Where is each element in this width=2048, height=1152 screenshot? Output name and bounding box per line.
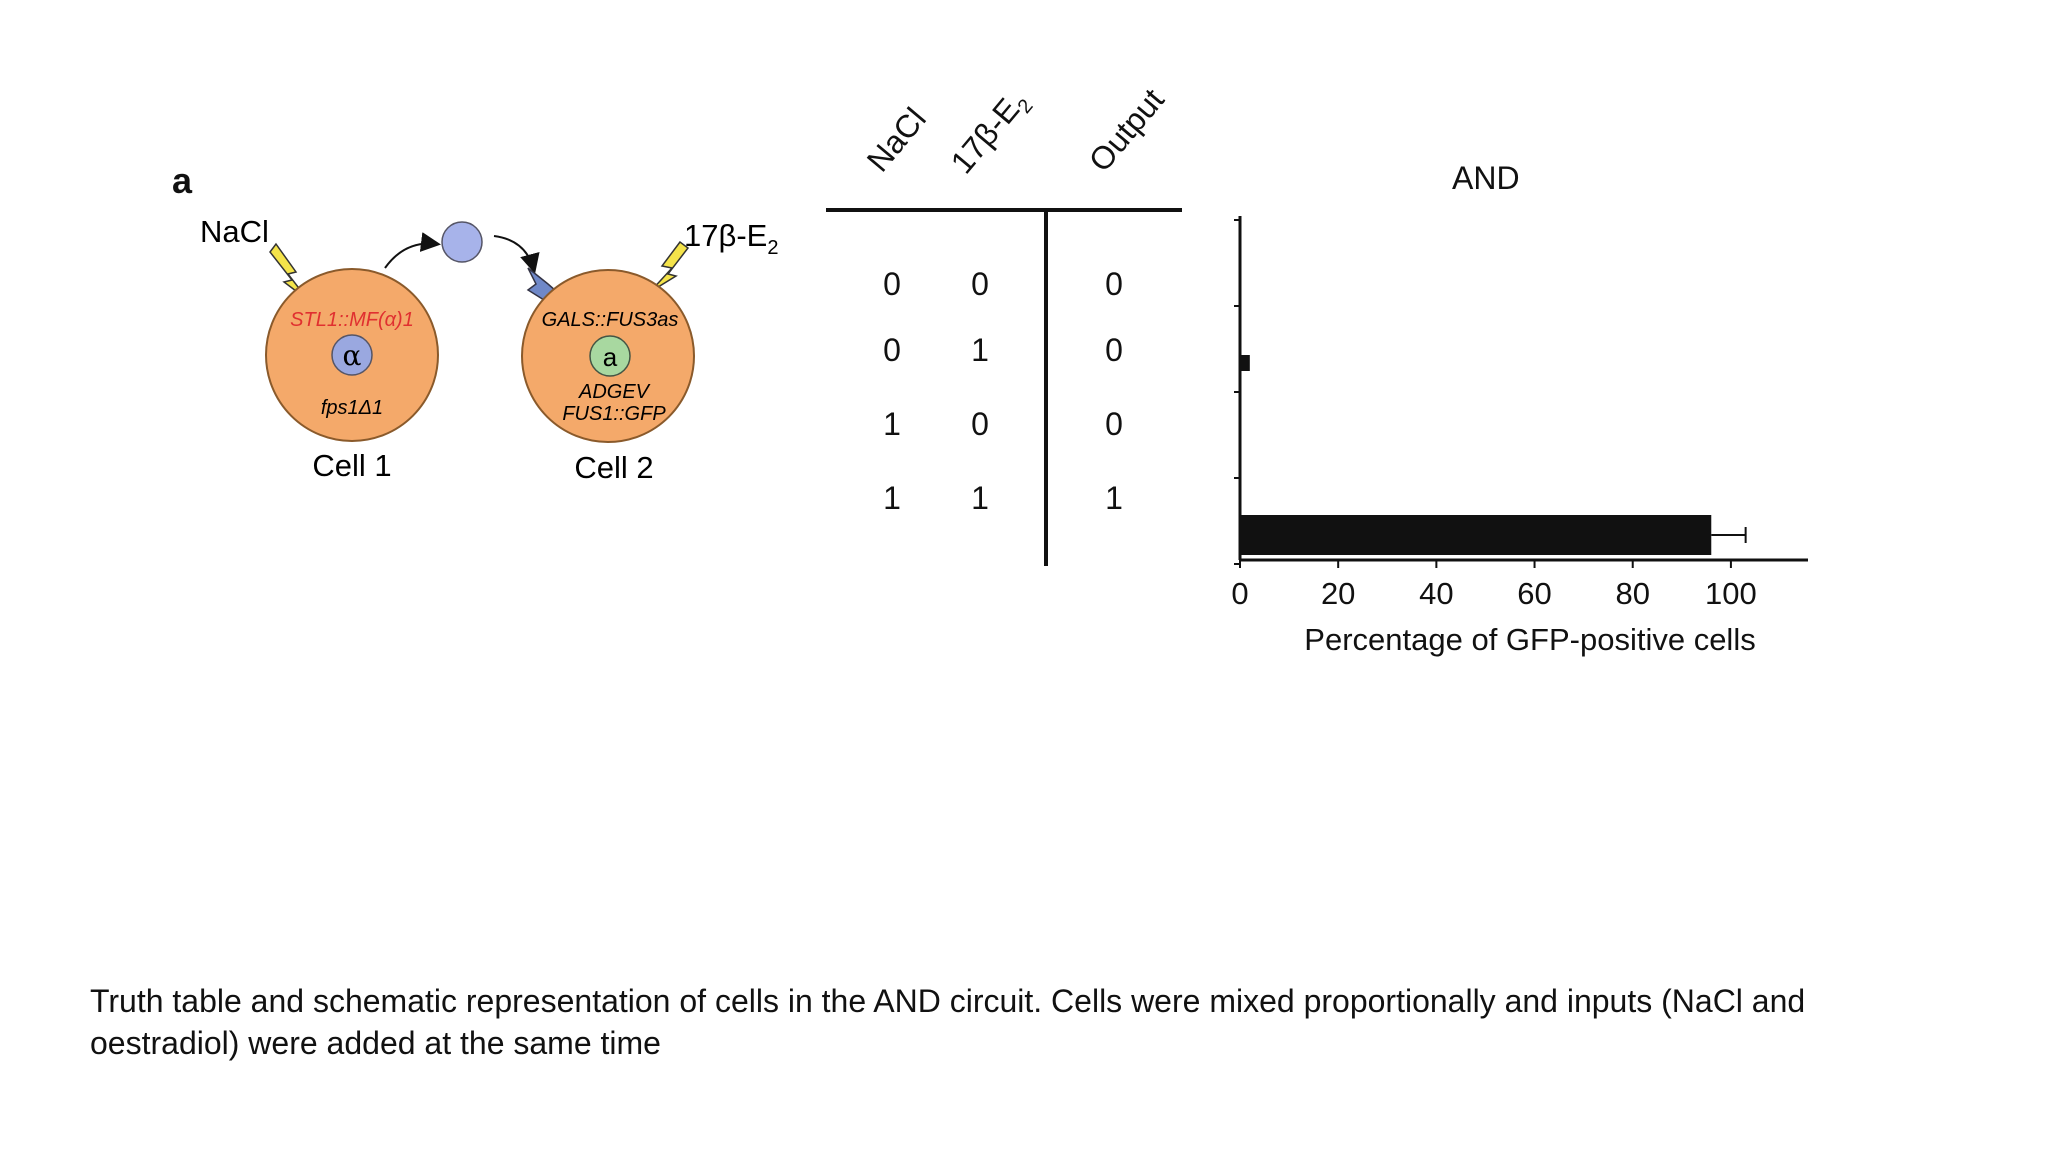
x-tick-label: 60 (1517, 576, 1551, 611)
a-core-icon (589, 335, 631, 377)
panel-letter: a (172, 160, 193, 201)
chart-title: AND (1452, 160, 1520, 196)
alpha-core-icon (331, 334, 373, 376)
cell-2-gene-mid: ADGEV (578, 381, 651, 403)
truth-table-header-e2: 17β-E2 (943, 91, 1038, 181)
truth-table-cell: 1 (971, 332, 989, 368)
x-tick-label: 0 (1231, 576, 1248, 611)
truth-table-cell: 1 (971, 480, 989, 516)
truth-table-cell: 0 (883, 332, 901, 368)
secretion-arrow (384, 232, 441, 269)
signal-molecule-icon (441, 221, 483, 263)
truth-table-cell: 1 (1105, 480, 1123, 516)
bar (1240, 515, 1712, 555)
cell-1-gene-bottom: fps1Δ1 (321, 397, 383, 419)
x-tick-label: 100 (1705, 576, 1757, 611)
binding-arrow (493, 235, 540, 274)
cell-2-label: Cell 2 (574, 450, 653, 485)
x-tick-label: 40 (1419, 576, 1453, 611)
cell-2-gene-top: GALS::FUS3as (542, 309, 679, 331)
figure-caption: Truth table and schematic representation… (90, 983, 1806, 1061)
truth-table-cell: 0 (1105, 266, 1123, 302)
truth-table-header-rule (826, 208, 1182, 212)
truth-table-cell: 0 (883, 266, 901, 302)
nacl-input-label: NaCl (200, 214, 269, 249)
cell-1-core-label: α (343, 339, 362, 372)
truth-table-cell: 0 (971, 266, 989, 302)
lightning-bolt-icon (649, 240, 690, 293)
x-tick-label: 20 (1321, 576, 1355, 611)
e2-input-label: 17β-E2 (684, 218, 778, 259)
cell-2-core-label: a (603, 342, 618, 372)
truth-table-header-output: Output (1081, 81, 1171, 179)
cell-1-label: Cell 1 (312, 448, 391, 483)
cell-schematic: NaCl STL1::MF(α)1 α fps1Δ1 Cell 1 17β-E2… (200, 214, 778, 485)
truth-table-cell: 1 (883, 406, 901, 442)
truth-table-cell: 0 (971, 406, 989, 442)
x-axis-label: Percentage of GFP-positive cells (1304, 622, 1755, 657)
truth-table-header-nacl: NaCl (859, 100, 933, 179)
bar (1240, 355, 1250, 371)
cell-1-gene-top: STL1::MF(α)1 (290, 309, 414, 331)
truth-table-cell: 0 (1105, 406, 1123, 442)
cell-2-gene-bottom: FUS1::GFP (562, 403, 666, 425)
truth-table-cell: 1 (883, 480, 901, 516)
truth-table-divider (1044, 212, 1048, 566)
x-tick-label: 80 (1615, 576, 1649, 611)
truth-table-cell: 0 (1105, 332, 1123, 368)
